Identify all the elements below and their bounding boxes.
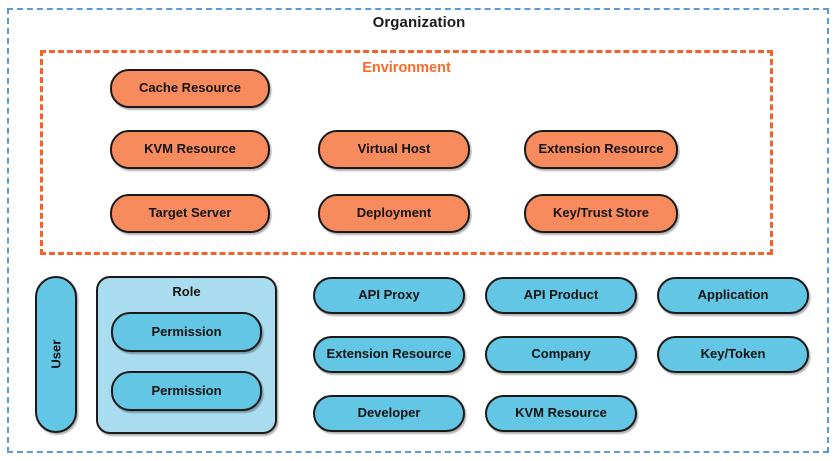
node-cache-resource[interactable]: Cache Resource [110,69,270,108]
node-target-server[interactable]: Target Server [110,194,270,233]
node-kvm-resource-env[interactable]: KVM Resource [110,130,270,169]
node-kvm-resource-org[interactable]: KVM Resource [485,395,637,432]
organization-title: Organization [372,14,466,31]
node-label: Company [531,346,591,362]
node-developer[interactable]: Developer [313,395,465,432]
node-company[interactable]: Company [485,336,637,373]
environment-boundary [40,50,773,255]
node-label: Virtual Host [357,141,431,157]
environment-title: Environment [362,60,451,76]
node-label: API Product [523,287,599,303]
organization-boundary [7,8,829,453]
node-label: Extension Resource [538,141,664,157]
node-api-product[interactable]: API Product [485,277,637,314]
node-label: Key/Trust Store [552,205,650,221]
node-label: KVM Resource [515,405,607,421]
node-label: Permission [151,382,222,398]
node-label: Deployment [356,205,432,221]
node-deployment[interactable]: Deployment [318,194,470,233]
node-virtual-host[interactable]: Virtual Host [318,130,470,169]
node-key-trust-store[interactable]: Key/Trust Store [524,194,678,233]
node-permission-2[interactable]: Permission [111,371,262,411]
node-label: API Proxy [358,287,420,303]
node-extension-resource-org[interactable]: Extension Resource [313,336,465,373]
node-label: KVM Resource [144,141,236,157]
node-user[interactable]: User [35,276,77,433]
node-permission-1[interactable]: Permission [111,312,262,352]
node-label: Developer [357,405,421,421]
node-label: Extension Resource [326,346,452,362]
node-label: Role [172,284,201,299]
node-extension-resource-env[interactable]: Extension Resource [524,130,678,169]
node-label: Application [697,287,769,303]
node-key-token[interactable]: Key/Token [657,336,809,373]
node-api-proxy[interactable]: API Proxy [313,277,465,314]
node-label: Permission [151,323,222,339]
node-label: Cache Resource [139,80,241,96]
node-label: User [47,340,63,369]
node-label: Key/Token [700,346,766,362]
node-label: Target Server [148,205,232,221]
node-application[interactable]: Application [657,277,809,314]
